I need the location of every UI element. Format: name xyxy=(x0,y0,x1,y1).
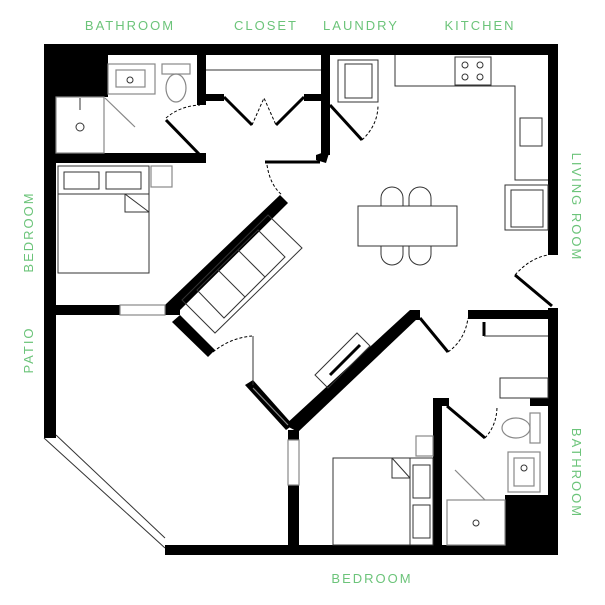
label-patio: PATIO xyxy=(21,326,36,373)
stove xyxy=(454,56,492,86)
washer xyxy=(337,59,379,103)
bed-bottom xyxy=(332,457,434,546)
walls xyxy=(44,44,558,555)
sofa xyxy=(181,214,303,334)
label-bedroom-bottom: BEDROOM xyxy=(331,571,412,586)
kitchen-sink xyxy=(519,117,543,147)
label-closet: CLOSET xyxy=(234,18,298,33)
label-kitchen: KITCHEN xyxy=(444,18,515,33)
fridge xyxy=(504,184,549,231)
label-laundry: LAUNDRY xyxy=(323,18,399,33)
sink xyxy=(107,63,156,95)
dining-table xyxy=(357,205,458,247)
sink xyxy=(507,451,541,493)
shower xyxy=(55,96,105,154)
tv-console xyxy=(314,332,371,389)
toilet xyxy=(165,73,187,103)
bed-left xyxy=(57,165,150,274)
shower xyxy=(446,499,506,546)
label-bathroom-right: BATHROOM xyxy=(569,428,584,518)
label-bathroom-top: BATHROOM xyxy=(85,18,175,33)
nightstand xyxy=(150,165,173,188)
label-bedroom-left: BEDROOM xyxy=(21,191,36,272)
windows xyxy=(43,304,300,549)
toilet xyxy=(501,417,531,439)
furniture xyxy=(55,55,549,546)
nightstand xyxy=(415,435,434,457)
doors xyxy=(164,95,549,440)
label-living-room: LIVING ROOM xyxy=(569,153,584,262)
